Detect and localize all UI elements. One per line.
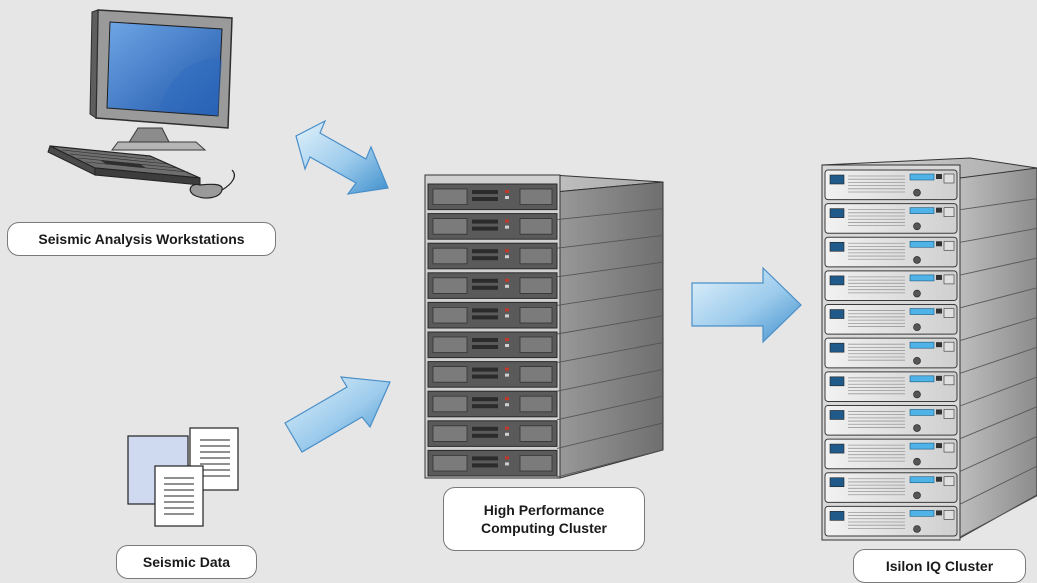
server-rack-icon — [424, 174, 664, 479]
storage-unit — [824, 404, 958, 436]
hpc-label-line1: High Performance — [483, 502, 605, 518]
server-unit — [427, 420, 558, 447]
isilon-label: Isilon IQ Cluster — [853, 549, 1026, 583]
storage-unit — [824, 337, 958, 369]
workstations-label: Seismic Analysis Workstations — [7, 222, 276, 256]
storage-unit — [824, 304, 958, 335]
storage-unit — [824, 236, 958, 268]
server-unit — [427, 242, 558, 270]
server-unit — [427, 301, 558, 329]
workstations-label-text: Seismic Analysis Workstations — [38, 231, 245, 247]
server-unit — [427, 213, 558, 240]
bidirectional-arrow-icon — [295, 119, 389, 195]
server-unit — [427, 183, 558, 211]
isilon-label-text: Isilon IQ Cluster — [885, 558, 994, 574]
hpc-label: High Performance Computing Cluster — [443, 487, 645, 551]
seismic-data-label-text: Seismic Data — [142, 554, 231, 570]
server-unit — [427, 390, 558, 418]
server-unit — [427, 331, 558, 359]
storage-unit — [824, 169, 958, 201]
storage-unit — [824, 371, 958, 402]
storage-unit — [824, 270, 958, 302]
documents-icon — [127, 427, 239, 527]
server-unit — [427, 272, 558, 299]
seismic-data-label: Seismic Data — [116, 545, 257, 579]
server-unit — [427, 449, 558, 477]
storage-unit — [824, 505, 958, 537]
arrow-hpc-to-isilon-icon — [691, 266, 802, 344]
server-unit — [427, 361, 558, 388]
storage-unit — [824, 472, 958, 503]
desktop-computer-icon — [47, 9, 235, 199]
storage-rack-icon — [821, 157, 1037, 541]
storage-unit — [824, 203, 958, 234]
arrow-data-to-hpc-icon — [284, 376, 391, 453]
hpc-label-line2: Computing Cluster — [481, 520, 607, 536]
storage-unit — [824, 438, 958, 470]
